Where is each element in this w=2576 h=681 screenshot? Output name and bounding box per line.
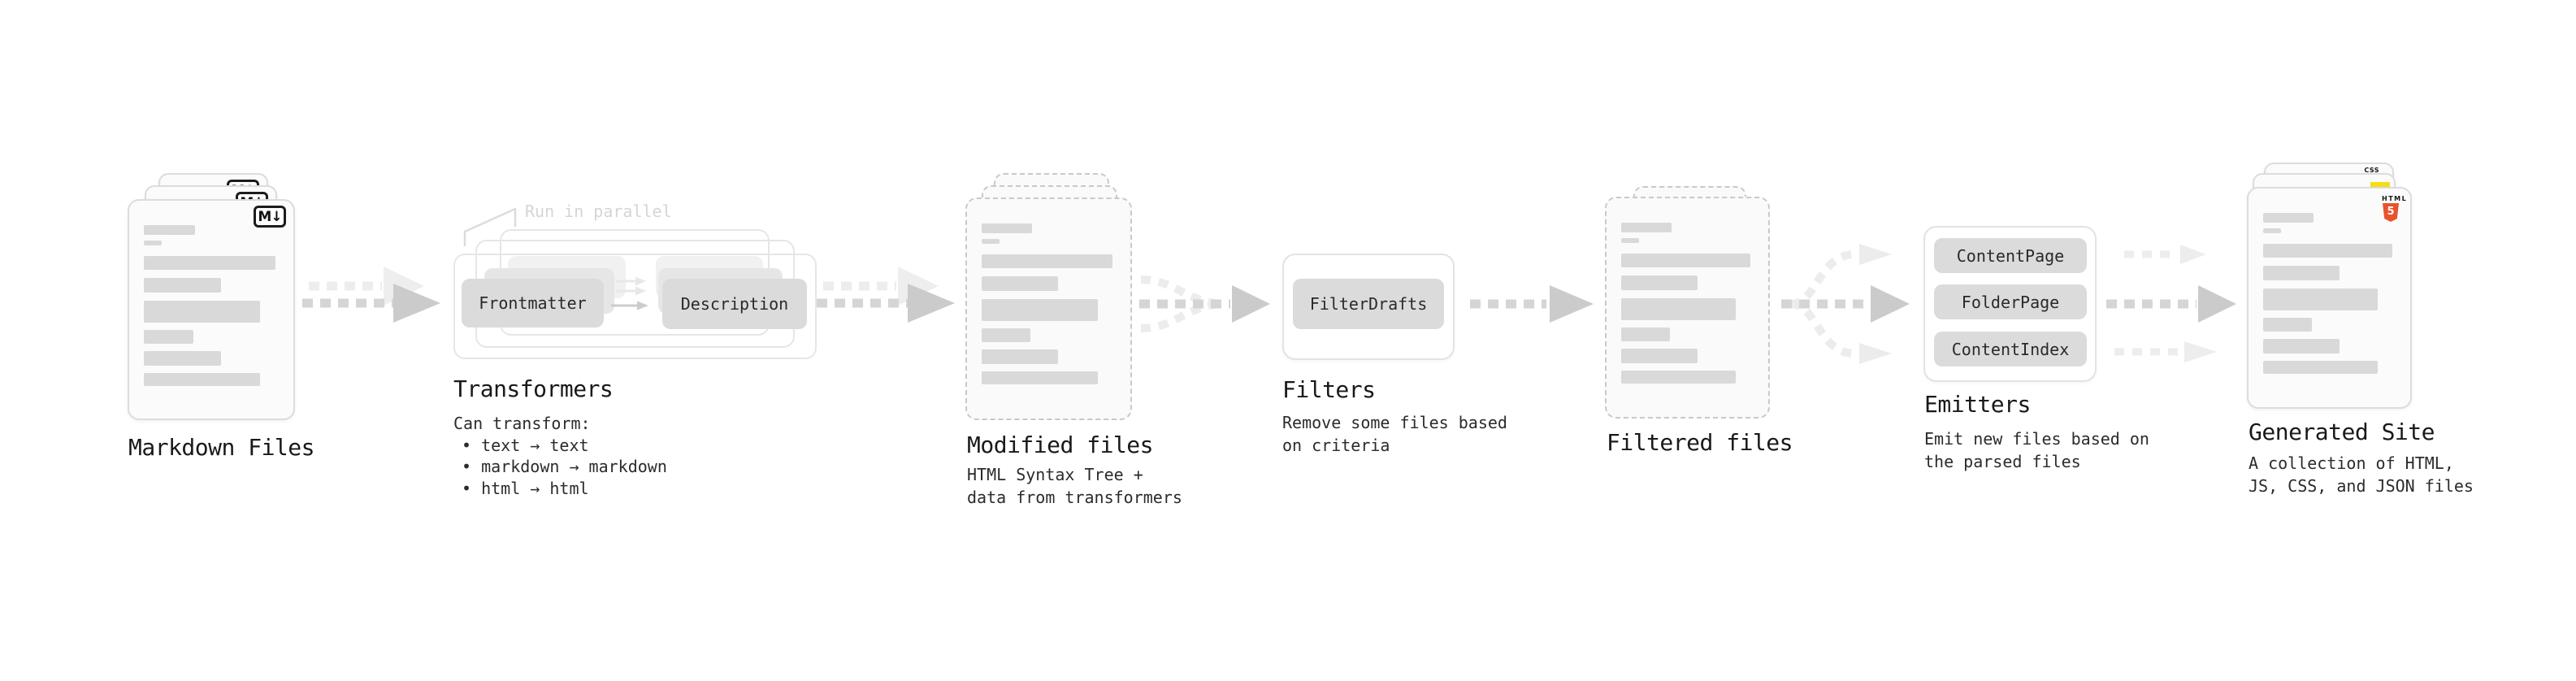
- doc-line-bar: [982, 239, 1000, 244]
- markdown-files-label: Markdown Files: [128, 434, 315, 461]
- emitters-label: Emitters: [1924, 391, 2031, 418]
- doc-line-bar: [144, 351, 221, 366]
- doc-line-bar: [144, 225, 195, 235]
- doc-line-bar: [982, 349, 1059, 364]
- desc-line: data from transformers: [967, 488, 1182, 507]
- emitters-description: Emit new files based on the parsed files: [1924, 427, 2149, 473]
- split-arrow-filtered-to-emitters: [1781, 244, 1910, 364]
- bullet-item: • text → text: [462, 435, 589, 455]
- doc-line-bar: [144, 241, 163, 245]
- generated-site-description: A collection of HTML, JS, CSS, and JSON …: [2249, 452, 2474, 497]
- desc-line: JS, CSS, and JSON files: [2249, 476, 2474, 496]
- file-card-front: M↓: [128, 199, 295, 420]
- run-in-parallel-note: Run in parallel: [525, 202, 672, 221]
- doc-line-bar: [982, 299, 1098, 321]
- html5-icon: HTML 5: [2382, 195, 2408, 222]
- doc-line-bar: [982, 371, 1098, 384]
- doc-line-bar: [982, 254, 1112, 268]
- doc-line-bar: [1621, 327, 1670, 341]
- doc-line-bar: [2263, 361, 2379, 374]
- doc-line-bar: [144, 301, 261, 323]
- doc-line-bar: [1621, 275, 1698, 290]
- desc-line: the parsed files: [1924, 452, 2081, 471]
- desc-line: HTML Syntax Tree +: [967, 465, 1143, 484]
- doc-line-bar: [144, 330, 193, 344]
- flow-arrow-transformers-to-modified: [817, 267, 955, 323]
- doc-line-bar: [1621, 223, 1672, 232]
- filterdrafts-pill: FilterDrafts: [1293, 279, 1444, 329]
- contentindex-pill: ContentIndex: [1934, 332, 2087, 367]
- modified-files-label: Modified files: [967, 432, 1154, 458]
- doc-line-bar: [1621, 371, 1737, 384]
- generated-site-label: Generated Site: [2249, 419, 2435, 445]
- desc-line: on criteria: [1282, 436, 1390, 455]
- doc-line-bar: [144, 278, 221, 293]
- pill-flow-arrows-icon: [611, 276, 648, 310]
- transformer-box-front: [453, 254, 817, 359]
- doc-line-bar: [1621, 298, 1737, 320]
- doc-line-bar: [1621, 349, 1698, 363]
- contentpage-pill: ContentPage: [1934, 238, 2087, 273]
- filters-description: Remove some files based on criteria: [1282, 411, 1507, 457]
- desc-line: A collection of HTML,: [2249, 453, 2454, 473]
- transformers-label: Transformers: [453, 375, 614, 402]
- doc-line-bar: [144, 256, 275, 270]
- doc-line-bar: [1621, 238, 1639, 243]
- doc-line-bar: [2263, 228, 2281, 233]
- doc-line-bar: [2263, 266, 2340, 280]
- flow-arrow-markdown-to-transformers: [302, 267, 440, 323]
- bullet-item: • html → html: [462, 478, 589, 498]
- folderpage-pill: FolderPage: [1934, 284, 2087, 319]
- doc-line-bar: [982, 328, 1031, 342]
- doc-line-bar: [2263, 318, 2312, 332]
- markdown-icon: M↓: [254, 206, 286, 228]
- html5-icon-label: HTML: [2382, 195, 2408, 202]
- doc-line-bar: [1621, 254, 1751, 267]
- css-icon-label: CSS: [2364, 167, 2379, 174]
- description-pill: Description: [662, 279, 807, 329]
- bullet-item: • markdown → markdown: [462, 457, 667, 476]
- file-card-front: [965, 197, 1132, 420]
- doc-line-bar: [144, 373, 261, 386]
- modified-files-description: HTML Syntax Tree + data from transformer…: [967, 463, 1182, 509]
- file-card-front: [1605, 197, 1770, 419]
- flow-arrow-filters-to-filtered: [1470, 285, 1594, 323]
- doc-line-bar: [2263, 244, 2393, 258]
- transformers-description: Can transform: • text → text • markdown …: [453, 413, 667, 499]
- doc-line-bar: [982, 223, 1033, 233]
- desc-line: Emit new files based on: [1924, 429, 2149, 449]
- flow-arrows-emitters-to-generated: [2106, 245, 2236, 362]
- doc-line-bar: [2263, 339, 2340, 354]
- merge-arrow-modified-to-filters: [1139, 275, 1270, 332]
- doc-line-bar: [2263, 213, 2314, 223]
- doc-line-bar: [982, 276, 1059, 291]
- doc-line-bar: [2263, 288, 2379, 310]
- frontmatter-pill: Frontmatter: [462, 279, 604, 327]
- filters-label: Filters: [1282, 376, 1376, 403]
- file-card-front-html: HTML 5: [2247, 187, 2412, 409]
- filtered-files-label: Filtered files: [1607, 429, 1793, 456]
- note-leader-line: [463, 207, 517, 246]
- desc-line: Remove some files based: [1282, 413, 1507, 432]
- html5-icon-shield: 5: [2383, 203, 2399, 222]
- can-transform-title: Can transform:: [453, 414, 591, 433]
